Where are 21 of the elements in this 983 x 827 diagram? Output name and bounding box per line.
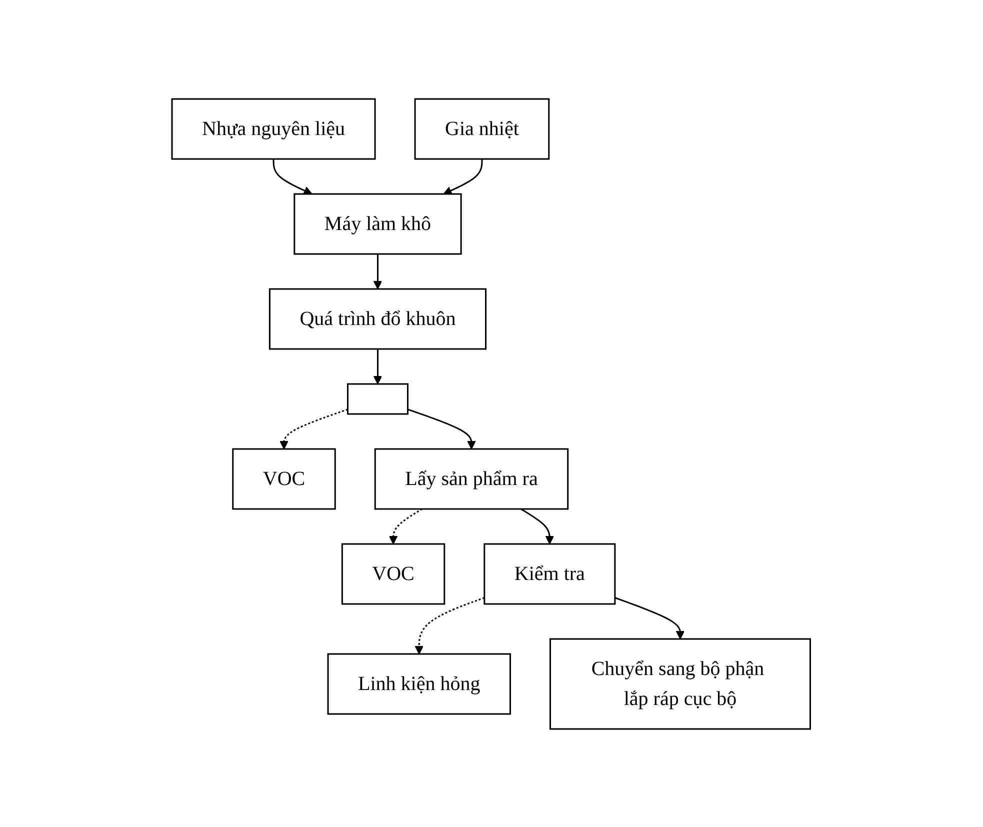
- node-box: Kiểm tra: [484, 542, 616, 604]
- arrow: [273, 158, 313, 194]
- arrow: [415, 596, 486, 654]
- node-box: Quá trình đổ khuôn: [269, 288, 487, 350]
- arrow: [389, 508, 423, 544]
- node-box: Linh kiện hỏng: [328, 652, 512, 714]
- node-box: Nhựa nguyên liệu: [172, 98, 376, 160]
- arrow: [615, 596, 685, 639]
- arrow: [280, 408, 348, 449]
- node-box: VOC: [342, 542, 446, 604]
- node-box: Gia nhiệt: [414, 98, 550, 160]
- node-box: VOC: [232, 448, 336, 510]
- arrow: [408, 408, 476, 449]
- node-box: Máy làm khô: [294, 192, 462, 254]
- node-box: Lấy sản phẩm ra: [374, 448, 569, 510]
- arrow: [444, 158, 484, 194]
- node-box: [347, 382, 409, 414]
- node-box: Chuyển sang bộ phận lắp ráp cục bộ: [550, 638, 812, 730]
- arrow: [520, 508, 554, 544]
- arrow: [374, 348, 383, 384]
- arrow: [374, 254, 383, 289]
